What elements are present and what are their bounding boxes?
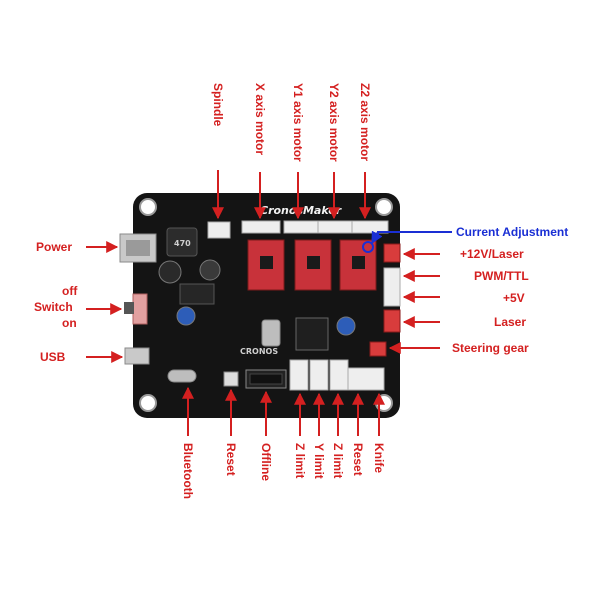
z-limit-connector <box>289 359 309 391</box>
brand-label: CronosMaker <box>260 204 342 217</box>
spindle-connector <box>207 221 231 239</box>
capacitor-blue <box>336 316 356 336</box>
crystal <box>167 369 197 383</box>
z2-motor-connector <box>351 220 389 234</box>
capacitor-mark: 470 <box>174 239 191 248</box>
v12-laser-label: +12V/Laser <box>460 247 524 261</box>
inductor <box>166 227 198 257</box>
offline-header-pins <box>249 373 283 385</box>
current-adjustment-label: Current Adjustment <box>456 225 569 239</box>
z-limit-2-connector <box>329 359 349 391</box>
driver-chip <box>352 256 365 269</box>
current-adjust-arrow <box>371 230 383 245</box>
callout-arrows <box>86 170 452 436</box>
z2-axis-motor-label: Z2 axis motor <box>358 83 372 162</box>
usb-port <box>124 347 150 365</box>
control-board: CronosMaker 470 CRONOS <box>119 193 401 418</box>
steering-gear-label: Steering gear <box>452 341 529 355</box>
y2-axis-motor-label: Y2 axis motor <box>327 83 341 162</box>
usb-label: USB <box>40 350 66 364</box>
mounting-hole <box>139 394 157 412</box>
reset-left-label: Reset <box>224 443 238 476</box>
v5-label: +5V <box>503 291 525 305</box>
knife-label: Knife <box>372 443 386 473</box>
x-axis-motor-label: X axis motor <box>253 83 267 156</box>
switch-label: Switch <box>34 300 73 314</box>
bluetooth-label: Bluetooth <box>181 443 195 499</box>
current-adjust-potentiometer <box>362 241 374 253</box>
mounting-hole <box>139 198 157 216</box>
pwm-connector <box>383 267 401 307</box>
y-limit-connector <box>309 359 329 391</box>
z-limit-label: Z limit <box>293 443 307 479</box>
off-label: off <box>62 284 78 298</box>
y-limit-label: Y limit <box>312 443 326 479</box>
mounting-hole <box>375 198 393 216</box>
laser-12v-connector <box>383 243 401 263</box>
power-switch-lever <box>124 302 134 314</box>
offline-label: Offline <box>259 443 273 481</box>
x-motor-connector <box>241 220 281 234</box>
on-label: on <box>62 316 77 330</box>
capacitor-blue <box>176 306 196 326</box>
laser-connector <box>383 309 401 333</box>
mosfet <box>179 283 215 305</box>
power-label: Power <box>36 240 73 254</box>
y2-motor-connector <box>317 220 357 234</box>
y1-axis-motor-label: Y1 axis motor <box>291 83 305 162</box>
knife-connector <box>347 367 385 391</box>
capacitor <box>158 260 182 284</box>
y1-motor-connector <box>283 220 323 234</box>
driver-chip <box>307 256 320 269</box>
driver-chip <box>260 256 273 269</box>
power-jack-inner <box>126 240 150 256</box>
power-switch <box>132 293 148 325</box>
laser-label: Laser <box>494 315 527 329</box>
spindle-label: Spindle <box>211 83 225 127</box>
reset-button <box>223 371 239 387</box>
cronos-logo: CRONOS <box>240 347 278 356</box>
capacitor <box>199 259 221 281</box>
pwm-ttl-label: PWM/TTL <box>474 269 529 283</box>
steering-gear-connector <box>369 341 387 357</box>
mcu-chip <box>295 317 329 351</box>
z-limit-2-label: Z limit <box>331 443 345 479</box>
reset-right-label: Reset <box>351 443 365 476</box>
crystal-large <box>261 319 281 347</box>
